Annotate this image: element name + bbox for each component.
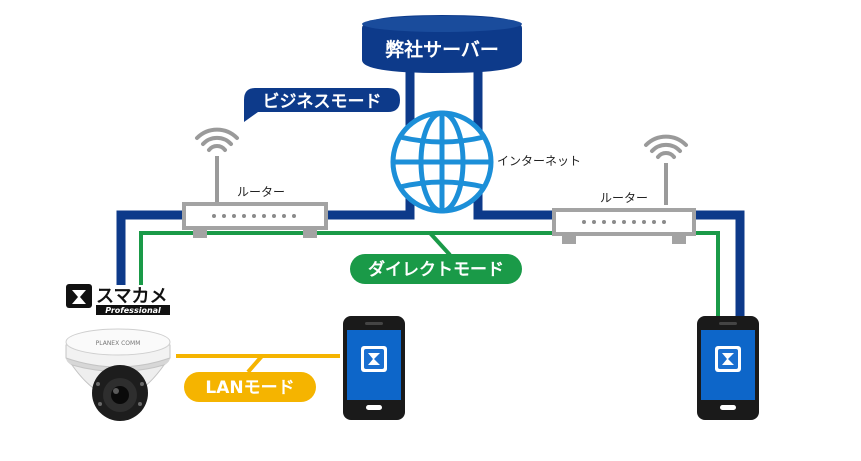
business-line-right-center bbox=[473, 60, 556, 220]
lan-mode-label: LANモード bbox=[205, 378, 294, 398]
business-line-right bbox=[692, 210, 745, 318]
smartphone-right bbox=[697, 316, 759, 420]
wifi-icon bbox=[195, 127, 239, 152]
business-line-left-center bbox=[322, 60, 415, 220]
server-label: 弊社サーバー bbox=[385, 38, 499, 61]
router-right: ルーター bbox=[552, 134, 696, 244]
smacame-app-icon bbox=[361, 346, 387, 372]
direct-mode-label: ダイレクトモード bbox=[368, 259, 504, 280]
router-left: ルーター bbox=[182, 127, 328, 238]
wifi-icon bbox=[644, 134, 688, 159]
lan-pointer bbox=[246, 354, 264, 374]
lan-lines bbox=[176, 354, 340, 374]
internet-label: インターネット bbox=[497, 154, 581, 168]
direct-line bbox=[139, 231, 720, 318]
logo-title: スマカメ bbox=[96, 286, 167, 307]
business-mode-badge: ビジネスモード bbox=[244, 88, 400, 122]
business-mode-label: ビジネスモード bbox=[263, 92, 382, 112]
lan-mode-badge: LANモード bbox=[184, 372, 316, 402]
camera-brand: PLANEX COMM bbox=[96, 340, 141, 347]
logo-subtitle: Professional bbox=[105, 306, 161, 315]
direct-lines bbox=[139, 231, 720, 318]
globe-icon bbox=[390, 110, 494, 214]
direct-mode-badge: ダイレクトモード bbox=[350, 254, 522, 284]
dome-camera: PLANEX COMM bbox=[65, 328, 171, 421]
smacame-app-icon bbox=[715, 346, 741, 372]
direct-pointer bbox=[428, 231, 452, 257]
router-right-label: ルーター bbox=[600, 191, 648, 205]
business-line-left bbox=[116, 210, 188, 285]
router-left-label: ルーター bbox=[237, 185, 285, 199]
business-lines bbox=[116, 60, 745, 318]
smacame-logo: スマカメ Professional bbox=[66, 284, 170, 315]
smartphone-middle bbox=[343, 316, 405, 420]
server: 弊社サーバー bbox=[362, 15, 522, 73]
